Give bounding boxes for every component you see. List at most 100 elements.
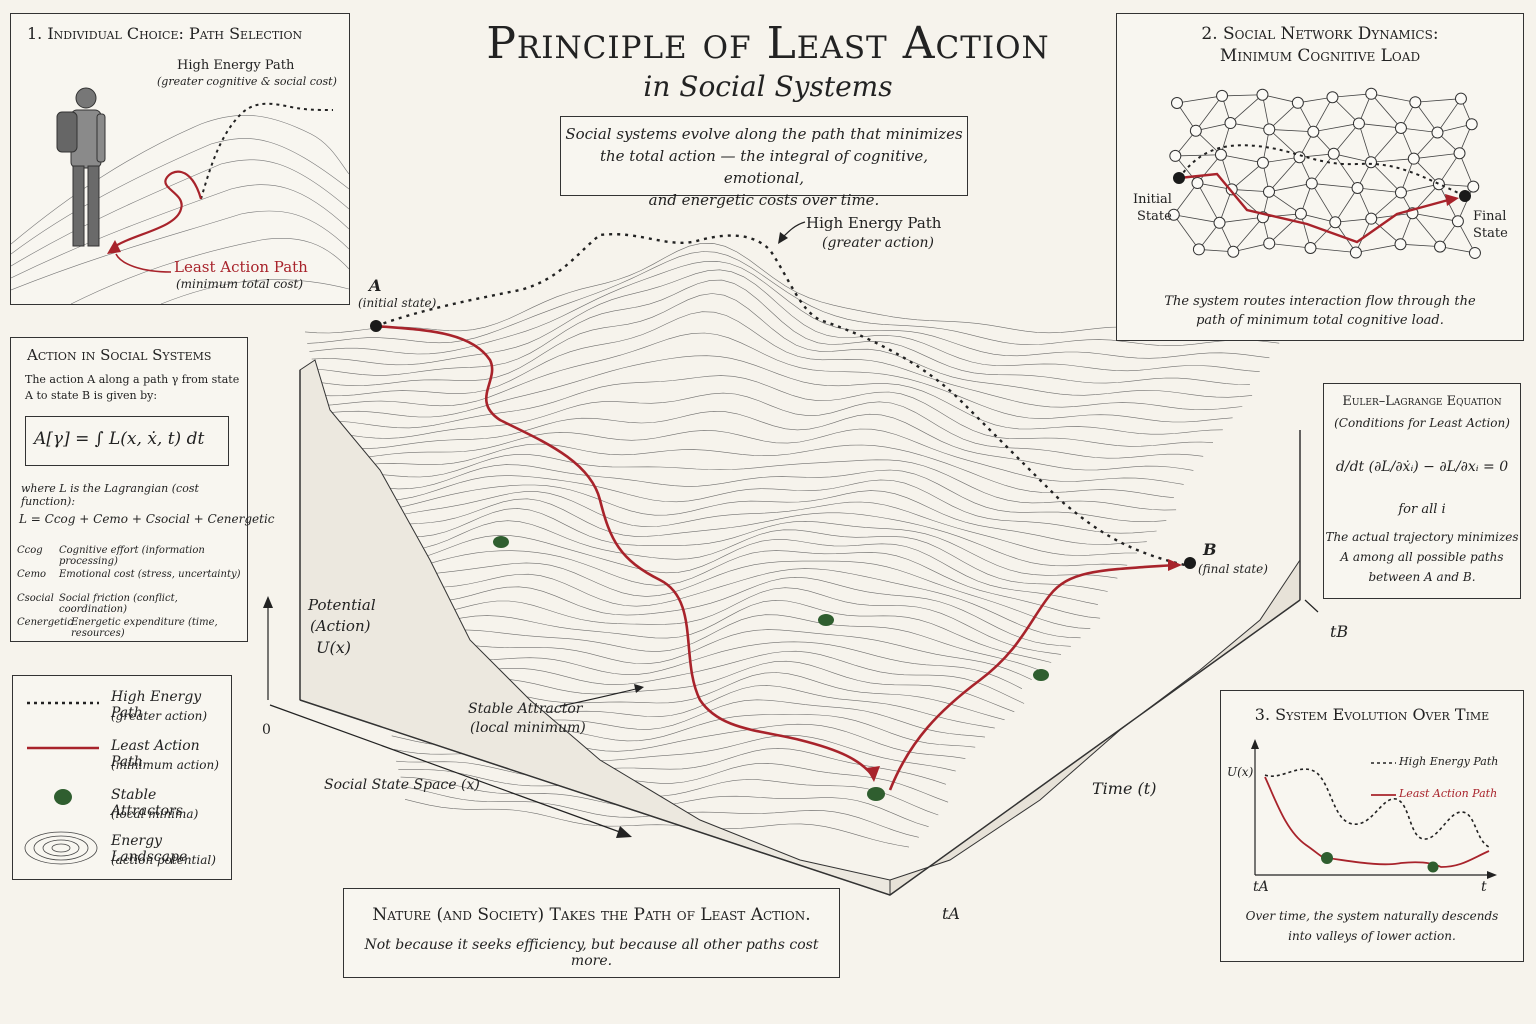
panel3-caption-1: Over time, the system naturally descends bbox=[1245, 909, 1499, 923]
action-formula-box: A[γ] = ∫ L(x, ẋ, t) dt bbox=[25, 416, 229, 466]
network-edge bbox=[1268, 213, 1302, 244]
contour-line bbox=[369, 614, 1042, 672]
network-edge bbox=[1231, 162, 1264, 190]
network-edge bbox=[1355, 218, 1372, 253]
contour-line bbox=[344, 491, 1137, 556]
network-edge bbox=[1173, 214, 1220, 224]
panel2-caption-1: The system routes interaction flow throu… bbox=[1164, 294, 1476, 309]
panel-action-definition: Action in Social Systems The action A al… bbox=[10, 337, 275, 642]
network-edge bbox=[1400, 183, 1439, 193]
network-edge bbox=[1358, 123, 1372, 163]
network-edge bbox=[1313, 123, 1360, 133]
contour-line bbox=[329, 410, 1194, 471]
network-least-path bbox=[1178, 172, 1453, 244]
network-edge bbox=[1220, 154, 1264, 164]
network-node bbox=[1407, 152, 1420, 165]
term-description: Cognitive effort (information processing… bbox=[59, 545, 205, 567]
legend-sub: (action potential) bbox=[111, 853, 216, 867]
evolution-least-curve bbox=[1264, 776, 1490, 868]
attractor-sub: (local minimum) bbox=[470, 720, 586, 736]
network-edge bbox=[1370, 93, 1402, 129]
point-a-marker bbox=[370, 320, 382, 332]
euler-for-all: for all i bbox=[1398, 502, 1446, 517]
contour-line bbox=[398, 769, 939, 816]
attractor-4 bbox=[867, 787, 885, 801]
legend-label: Stable Attractors bbox=[111, 787, 183, 819]
network-edge bbox=[1269, 129, 1314, 133]
high-path-sub: (greater action) bbox=[822, 235, 934, 251]
evolution-chart bbox=[1251, 739, 1497, 879]
network-node bbox=[1291, 96, 1304, 109]
summary-line: and energetic costs over time. bbox=[648, 191, 880, 209]
network-node bbox=[1451, 215, 1464, 228]
network-node bbox=[1305, 177, 1318, 190]
euler-equation: d/dt (∂L/∂ẋᵢ) − ∂L/∂xᵢ = 0 bbox=[1335, 459, 1509, 475]
network-edge bbox=[1334, 187, 1358, 223]
network-node bbox=[1189, 124, 1202, 137]
legend-sub: (greater action) bbox=[111, 709, 207, 723]
y-axis-label-3: U(x) bbox=[316, 638, 351, 657]
contour-line bbox=[311, 269, 1260, 372]
euler-note-1: The actual trajectory minimizes bbox=[1325, 530, 1519, 544]
network-node bbox=[1468, 246, 1481, 259]
network-edge bbox=[1230, 94, 1263, 124]
point-a-label: A bbox=[369, 276, 382, 295]
zero-label: 0 bbox=[262, 722, 271, 738]
network-edge bbox=[1400, 127, 1438, 133]
high-energy-path bbox=[375, 233, 1186, 567]
network-node bbox=[1263, 123, 1276, 136]
least-action-path-2 bbox=[888, 563, 1176, 791]
legend: High Energy Path (greater action) Least … bbox=[12, 675, 232, 880]
network-node bbox=[1365, 212, 1378, 225]
network-node bbox=[1394, 122, 1407, 135]
network-edge bbox=[1400, 158, 1415, 193]
contour-line bbox=[364, 587, 1062, 655]
network-edge bbox=[1370, 161, 1402, 193]
panel3-t: t bbox=[1481, 879, 1487, 895]
evolution-attractor-1 bbox=[1321, 852, 1333, 864]
euler-sub: (Conditions for Least Action) bbox=[1334, 416, 1510, 430]
network-edge bbox=[1412, 212, 1458, 222]
contour-line bbox=[371, 629, 1032, 680]
network-edge bbox=[1459, 153, 1474, 187]
panel1-least-sub: (minimum total cost) bbox=[176, 277, 304, 291]
network-edge bbox=[1230, 122, 1270, 130]
term-symbol: Ccog bbox=[17, 545, 43, 556]
network-edge bbox=[1400, 243, 1441, 248]
network-node bbox=[1256, 88, 1269, 101]
attractor-label: Stable Attractor bbox=[468, 701, 583, 717]
page-subtitle: in Social Systems bbox=[643, 70, 893, 103]
contour-line bbox=[358, 560, 1091, 629]
tagline-main: Nature (and Society) Takes the Path of L… bbox=[372, 905, 811, 925]
network-node bbox=[1171, 97, 1183, 109]
contour-line bbox=[327, 392, 1204, 459]
network-edge bbox=[1370, 192, 1402, 219]
network-edge bbox=[1415, 101, 1438, 133]
network-edge bbox=[1268, 157, 1300, 193]
panel2-title-1: 2. Social Network Dynamics: bbox=[1201, 24, 1439, 44]
network-edge bbox=[1175, 154, 1221, 157]
network-edge bbox=[1332, 93, 1372, 98]
network-edge bbox=[1195, 95, 1223, 131]
network-edge bbox=[1311, 183, 1336, 223]
network-edge bbox=[1412, 212, 1441, 247]
network-edge bbox=[1312, 97, 1333, 132]
tagline-sub: Not because it seeks efficiency, but bec… bbox=[364, 937, 819, 969]
network-edge bbox=[1371, 93, 1416, 103]
t-axis-base bbox=[889, 599, 1301, 896]
contour-line bbox=[396, 760, 949, 803]
evolution-high-curve bbox=[1264, 768, 1490, 848]
panel2-initial-2: State bbox=[1137, 209, 1172, 224]
terrain-contours bbox=[304, 242, 1290, 848]
point-b-label: B bbox=[1203, 540, 1217, 559]
network-edge bbox=[1437, 98, 1462, 133]
network-node bbox=[1409, 96, 1422, 109]
point-b-sub: (final state) bbox=[1198, 562, 1268, 576]
network-node bbox=[1434, 240, 1447, 253]
contour-line bbox=[360, 568, 1081, 639]
contour-line bbox=[333, 443, 1174, 498]
contour-line bbox=[353, 534, 1098, 605]
network-node bbox=[1192, 243, 1205, 256]
network-edge bbox=[1222, 94, 1263, 97]
